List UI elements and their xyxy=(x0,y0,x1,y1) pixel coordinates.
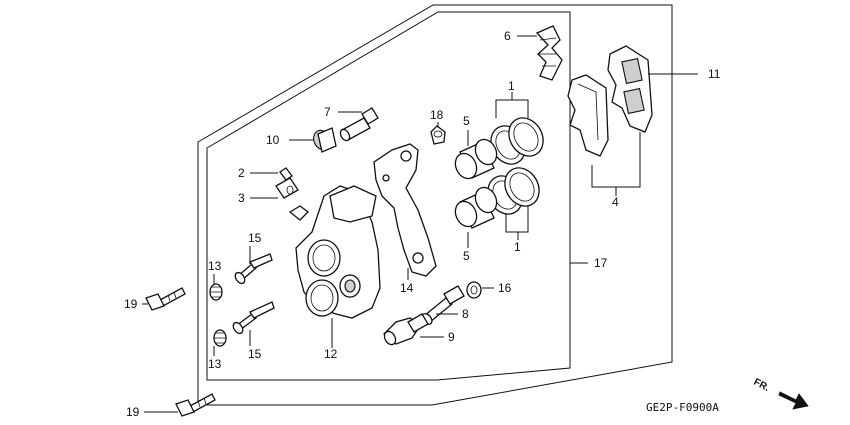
piston-lower xyxy=(454,186,498,229)
caliper-assembly-outline xyxy=(197,4,673,406)
piston-seals-upper xyxy=(490,117,544,165)
pin-boot-upper xyxy=(313,127,337,153)
pin-boot-lower xyxy=(466,281,482,299)
label-6: 6 xyxy=(504,29,511,43)
label-17: 17 xyxy=(594,256,608,270)
label-7: 7 xyxy=(324,105,331,119)
label-12: 12 xyxy=(324,347,338,361)
label-5a: 5 xyxy=(463,114,470,128)
label-10: 10 xyxy=(266,133,280,147)
label-9: 9 xyxy=(448,330,455,344)
caliper-body xyxy=(288,185,381,319)
front-direction-arrow: FR. xyxy=(752,377,809,410)
caliper-bracket xyxy=(373,143,437,277)
diagram-code: GE2P-F0900A xyxy=(646,401,719,414)
spring-a xyxy=(209,283,223,301)
label-19b: 19 xyxy=(126,405,140,419)
mounting-bolt-lower xyxy=(175,393,216,417)
label-1a: 1 xyxy=(508,79,515,93)
slide-pin-upper xyxy=(339,107,379,142)
mounting-bolt-upper xyxy=(145,287,186,311)
slide-bolt xyxy=(383,313,429,346)
label-4: 4 xyxy=(612,195,619,209)
slide-pin-a xyxy=(234,253,273,285)
label-1b: 1 xyxy=(514,240,521,254)
bleeder-valve xyxy=(275,167,299,199)
label-18: 18 xyxy=(430,108,444,122)
label-16: 16 xyxy=(498,281,512,295)
label-2: 2 xyxy=(238,166,245,180)
pad-spring xyxy=(535,25,563,81)
caliper-subassembly-outline xyxy=(206,11,571,381)
pin-boot xyxy=(430,125,446,145)
brake-pad-front xyxy=(607,45,653,133)
spring-b xyxy=(213,329,227,347)
label-13b: 13 xyxy=(208,357,222,371)
slide-pin-b xyxy=(232,301,275,335)
label-3: 3 xyxy=(238,191,245,205)
brake-pad-rear xyxy=(567,74,609,157)
label-19a: 19 xyxy=(124,297,138,311)
label-11: 11 xyxy=(708,67,721,81)
piston-upper xyxy=(454,138,498,180)
label-14: 14 xyxy=(400,281,414,295)
label-8: 8 xyxy=(462,307,469,321)
slide-pin-lower xyxy=(421,285,465,325)
label-5b: 5 xyxy=(463,249,470,263)
front-direction-label: FR. xyxy=(752,377,772,394)
label-13a: 13 xyxy=(208,259,222,273)
label-15b: 15 xyxy=(248,347,262,361)
label-15a: 15 xyxy=(248,231,262,245)
